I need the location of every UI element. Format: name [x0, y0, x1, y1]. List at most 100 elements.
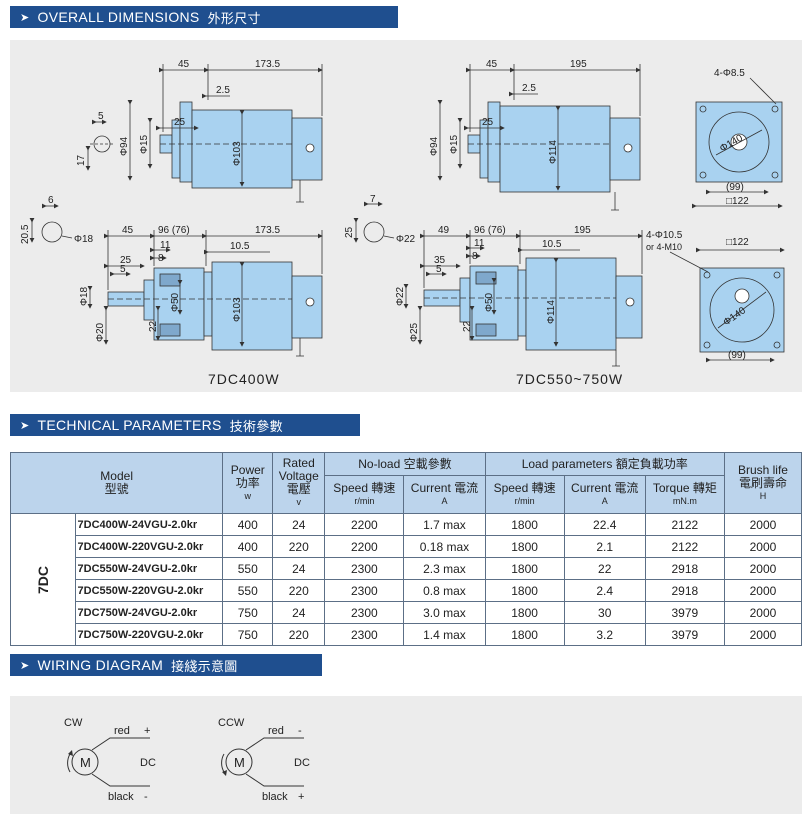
chevron-right-icon: ➤ [20, 11, 30, 24]
cell-torque: 2918 [644, 557, 725, 580]
section-title: TECHNICAL PARAMETERS [37, 417, 222, 433]
dim-label: Φ94 [429, 136, 440, 156]
cell-voltage: 220 [272, 623, 326, 646]
cell-nl-speed: 2300 [324, 557, 405, 580]
header-noload: No-load 空載參數 [324, 452, 486, 476]
header-voltage: Rated Voltage 電壓 v [272, 452, 326, 514]
cell-power: 400 [222, 535, 274, 558]
section-title: OVERALL DIMENSIONS [37, 9, 200, 25]
cell-l-current: 2.1 [563, 535, 646, 558]
dim-label: 8 [158, 253, 164, 264]
cell-nl-speed: 2300 [324, 579, 405, 602]
cell-voltage: 220 [272, 579, 326, 602]
header-model-en: Model [100, 469, 133, 483]
motor-symbol: M [80, 755, 91, 770]
section-title-cn: 外形尺寸 [207, 10, 261, 26]
dim-label: 10.5 [542, 239, 562, 250]
dim-label: (99) [728, 350, 746, 361]
group-label: 7DC [34, 565, 51, 594]
cell-brush: 2000 [723, 557, 803, 580]
section-title-cn: 技術參數 [229, 418, 283, 434]
model-label-7dc400w: 7DC400W [208, 371, 280, 387]
dim-label: Φ50 [484, 292, 495, 312]
cell-l-current: 22.4 [563, 513, 646, 536]
header-brush-en: Brush life [737, 462, 788, 477]
dim-label: Φ20 [95, 322, 106, 342]
header-nl-current-label: Current 電流 [410, 480, 479, 495]
wiring-ccw-label: CCW [218, 717, 245, 729]
cell-l-current: 2.4 [563, 579, 646, 602]
dimension-drawings: 45 173.5 2.5 25 Φ15 Φ94 Φ103 5 17 45 195… [20, 59, 785, 387]
chevron-right-icon: ➤ [20, 419, 30, 432]
header-nl-speed-label: Speed 轉速 [333, 480, 396, 495]
motor-bottom-right [423, 257, 643, 367]
header-l-speed-unit: r/min [514, 495, 535, 506]
header-nl-current-unit: A [441, 495, 448, 506]
dim-label: 173.5 [255, 225, 280, 236]
cell-nl-current: 2.3 max [403, 557, 486, 580]
dim-label: 45 [122, 225, 134, 236]
cell-l-speed: 1800 [484, 535, 565, 558]
cell-nl-current: 0.18 max [403, 535, 486, 558]
cell-voltage: 24 [272, 513, 326, 536]
dim-label: 7 [370, 194, 376, 205]
cell-l-current: 30 [563, 601, 646, 624]
wire-black-label: black [262, 791, 288, 803]
cell-l-speed: 1800 [484, 623, 565, 646]
dim-label: 49 [438, 225, 450, 236]
dim-label: 45 [486, 59, 498, 70]
header-load: Load parameters 額定負載功率 [484, 452, 725, 476]
cell-nl-current: 3.0 max [403, 601, 486, 624]
cell-model: 7DC400W-220VGU-2.0kr [74, 535, 224, 558]
chevron-right-icon: ➤ [20, 659, 30, 672]
cell-nl-speed: 2200 [324, 513, 405, 536]
dim-label: Φ22 [395, 286, 406, 306]
group-cell: 7DC [10, 513, 76, 646]
arrow-icon [68, 750, 73, 756]
dim-label: Φ15 [449, 134, 460, 154]
dim-label: 2.5 [522, 83, 536, 94]
wire-red-sign: + [144, 725, 150, 737]
dim-label: 10.5 [230, 241, 250, 252]
dim-label: 96 (76) [474, 225, 506, 236]
dim-label: 11 [160, 240, 171, 251]
cell-nl-speed: 2200 [324, 535, 405, 558]
dim-label: Φ114 [548, 140, 559, 164]
dim-label: Φ18 [79, 286, 90, 306]
cell-model: 7DC750W-24VGU-2.0kr [74, 601, 224, 624]
cell-power: 550 [222, 557, 274, 580]
cell-voltage: 220 [272, 535, 326, 558]
section-header-dimensions: ➤ OVERALL DIMENSIONS 外形尺寸 [10, 6, 398, 28]
dim-label: 20.5 [20, 224, 31, 244]
cell-model: 7DC550W-220VGU-2.0kr [74, 579, 224, 602]
dim-label: 45 [178, 59, 190, 70]
wire-black-label: black [108, 791, 134, 803]
cell-nl-speed: 2300 [324, 623, 405, 646]
cell-voltage: 24 [272, 557, 326, 580]
cell-l-speed: 1800 [484, 513, 565, 536]
cell-nl-current: 1.7 max [403, 513, 486, 536]
header-brush: Brush life 電刷壽命 H [723, 452, 803, 514]
wiring-cw-label: CW [64, 717, 83, 729]
dc-label: DC [294, 757, 310, 769]
header-l-speed-label: Speed 轉速 [493, 480, 556, 495]
cell-brush: 2000 [723, 535, 803, 558]
wire-black-sign: + [298, 791, 304, 803]
technical-parameters-table: Model 型號 Power 功率 w Rated Voltage 電壓 v N… [9, 452, 803, 646]
cell-power: 550 [222, 579, 274, 602]
arrow-icon [222, 770, 227, 776]
dim-label: 25 [482, 117, 494, 128]
header-model-cn: 型號 [104, 482, 129, 496]
header-power-en: Power [230, 462, 265, 477]
cell-brush: 2000 [723, 601, 803, 624]
cell-model: 7DC750W-220VGU-2.0kr [74, 623, 224, 646]
dim-label: 25 [120, 255, 132, 266]
header-voltage-en: Rated Voltage [278, 456, 319, 483]
dim-label: 5 [98, 111, 104, 122]
